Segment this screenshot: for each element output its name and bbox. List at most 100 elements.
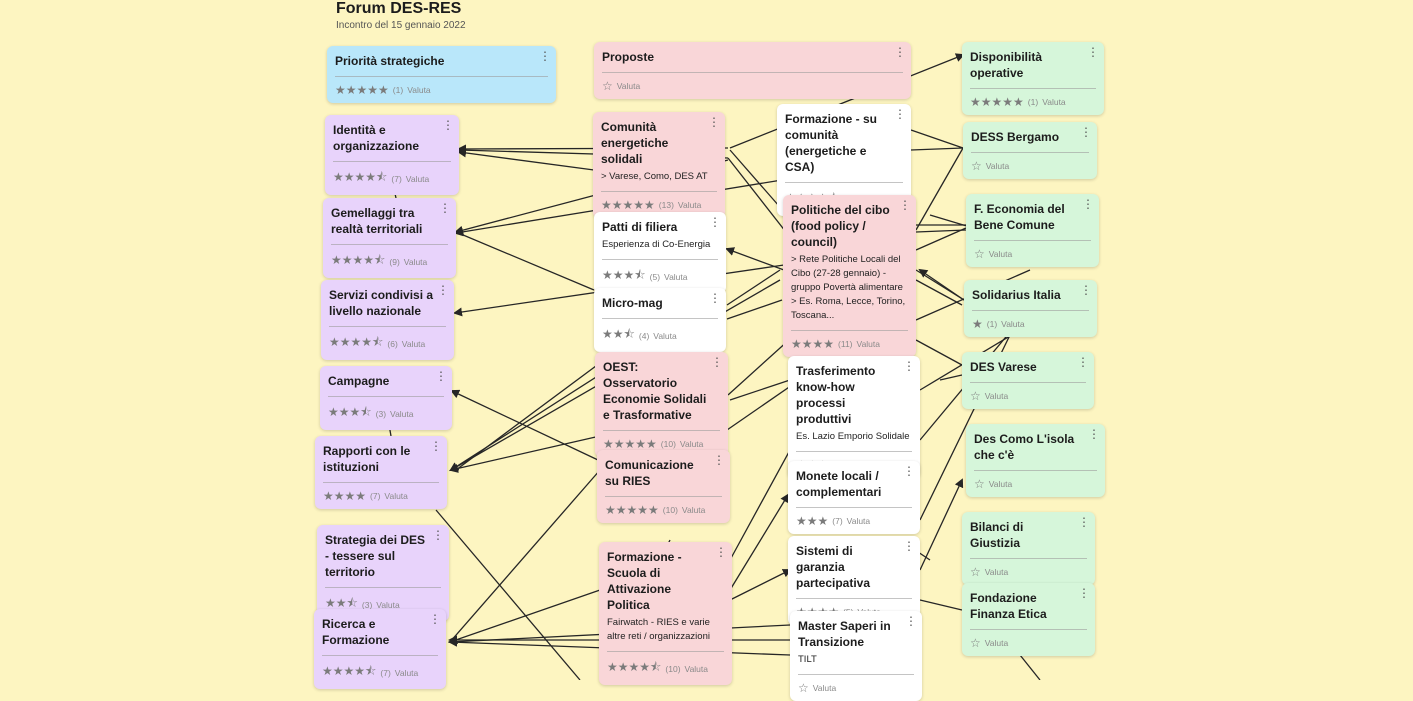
more-options-icon[interactable]: ⋮ [1077, 355, 1089, 369]
rating-row[interactable]: ☆Valuta [971, 159, 1089, 173]
star-rating-icon[interactable]: ★★★★★ [970, 95, 1024, 109]
more-options-icon[interactable]: ⋮ [903, 539, 915, 553]
more-options-icon[interactable]: ⋮ [429, 612, 441, 626]
rate-link[interactable]: Valuta [846, 516, 871, 526]
rate-link[interactable]: Valuta [616, 81, 641, 91]
rate-link[interactable]: Valuta [677, 200, 702, 210]
rate-link[interactable]: Valuta [985, 161, 1010, 171]
star-rating-icon[interactable]: ★★★⯪ [328, 405, 372, 419]
more-options-icon[interactable]: ⋮ [903, 464, 915, 478]
more-options-icon[interactable]: ⋮ [1088, 427, 1100, 441]
rating-row[interactable]: ☆Valuta [970, 389, 1086, 403]
card-oest[interactable]: ⋮OEST: Osservatorio Economie Solidali e … [595, 352, 728, 457]
card-fondazione[interactable]: ⋮Fondazione Finanza Etica☆Valuta [962, 583, 1095, 656]
card-monete[interactable]: ⋮Monete locali / complementari★★★(7)Valu… [788, 461, 920, 534]
star-rating-icon[interactable]: ★★★⯪ [602, 268, 646, 282]
star-rating-icon[interactable]: ★★⯪ [602, 327, 635, 341]
card-strategia[interactable]: ⋮Strategia dei DES - tessere sul territo… [317, 525, 449, 621]
rating-row[interactable]: ☆Valuta [974, 477, 1097, 491]
card-disponibilita[interactable]: ⋮Disponibilità operative★★★★★(1)Valuta [962, 42, 1104, 115]
star-rating-icon[interactable]: ★★★★★ [601, 198, 655, 212]
card-economia[interactable]: ⋮F. Economia del Bene Comune☆Valuta [966, 194, 1099, 267]
star-rating-icon[interactable]: ★★⯪ [325, 596, 358, 610]
more-options-icon[interactable]: ⋮ [1080, 125, 1092, 139]
star-rating-icon[interactable]: ★★★★ [323, 489, 367, 503]
card-bergamo[interactable]: ⋮DESS Bergamo☆Valuta [963, 122, 1097, 179]
card-identita[interactable]: ⋮Identità e organizzazione★★★★⯪(7)Valuta [325, 115, 459, 195]
rating-row[interactable]: ★★★★★(1)Valuta [335, 83, 548, 97]
rating-row[interactable]: ★★★★⯪(10)Valuta [607, 658, 724, 679]
star-rating-icon[interactable]: ☆ [970, 565, 981, 579]
rate-link[interactable]: Valuta [1042, 97, 1066, 107]
more-options-icon[interactable]: ⋮ [709, 291, 721, 305]
rating-row[interactable]: ★★★★⯪(6)Valuta [329, 333, 446, 354]
rating-row[interactable]: ☆Valuta [798, 681, 914, 695]
card-servizi[interactable]: ⋮Servizi condivisi a livello nazionale★★… [321, 280, 454, 360]
card-knowhow[interactable]: ⋮Trasferimento know-how processi produtt… [788, 356, 920, 478]
rate-link[interactable]: Valuta [384, 491, 408, 501]
rating-row[interactable]: ★(1)Valuta [972, 317, 1089, 331]
rating-row[interactable]: ★★★★(11)Valuta [791, 337, 908, 351]
rate-link[interactable]: Valuta [988, 249, 1013, 259]
rating-row[interactable]: ★★★★⯪(7)Valuta [333, 168, 451, 189]
rating-row[interactable]: ★★★(7)Valuta [796, 514, 912, 528]
rating-row[interactable]: ★★★★★(13)Valuta [601, 198, 717, 212]
rate-link[interactable]: Valuta [664, 271, 688, 282]
more-options-icon[interactable]: ⋮ [715, 545, 727, 559]
star-rating-icon[interactable]: ★★★★★ [605, 503, 659, 517]
star-rating-icon[interactable]: ☆ [602, 79, 613, 93]
card-priorita[interactable]: ⋮Priorità strategiche★★★★★(1)Valuta [327, 46, 556, 103]
card-comunicazione[interactable]: ⋮Comunicazione su RIES★★★★★(10)Valuta [597, 450, 730, 523]
rate-link[interactable]: Valuta [407, 85, 431, 95]
more-options-icon[interactable]: ⋮ [442, 118, 454, 132]
more-options-icon[interactable]: ⋮ [894, 45, 906, 59]
more-options-icon[interactable]: ⋮ [903, 359, 915, 373]
star-rating-icon[interactable]: ★★★★⯪ [333, 170, 388, 184]
rate-link[interactable]: Valuta [681, 505, 706, 515]
rating-row[interactable]: ☆Valuta [970, 636, 1087, 650]
rating-row[interactable]: ☆Valuta [970, 565, 1087, 579]
more-options-icon[interactable]: ⋮ [711, 355, 723, 369]
more-options-icon[interactable]: ⋮ [430, 439, 442, 453]
more-options-icon[interactable]: ⋮ [1082, 197, 1094, 211]
star-rating-icon[interactable]: ☆ [974, 477, 985, 491]
rating-row[interactable]: ★★★★⯪(9)Valuta [331, 251, 448, 272]
rate-link[interactable]: Valuta [405, 173, 430, 184]
star-rating-icon[interactable]: ★★★ [796, 514, 829, 528]
rate-link[interactable]: Valuta [401, 338, 426, 349]
rate-link[interactable]: Valuta [984, 638, 1009, 648]
rate-link[interactable]: Valuta [403, 256, 428, 267]
card-como[interactable]: ⋮Des Como L'isola che c'è☆Valuta [966, 424, 1105, 497]
more-options-icon[interactable]: ⋮ [432, 528, 444, 542]
card-ricerca[interactable]: ⋮Ricerca e Formazione★★★★⯪(7)Valuta [314, 609, 446, 689]
rating-row[interactable]: ★★★★⯪(7)Valuta [322, 662, 438, 683]
star-rating-icon[interactable]: ★★★★⯪ [329, 335, 384, 349]
rate-link[interactable]: Valuta [988, 479, 1013, 489]
star-rating-icon[interactable]: ★ [972, 317, 983, 331]
more-options-icon[interactable]: ⋮ [894, 107, 906, 121]
card-micromag[interactable]: ⋮Micro-mag★★⯪(4)Valuta [594, 288, 726, 352]
more-options-icon[interactable]: ⋮ [905, 614, 917, 628]
more-options-icon[interactable]: ⋮ [437, 283, 449, 297]
rating-row[interactable]: ★★★★(7)Valuta [323, 489, 439, 503]
star-rating-icon[interactable]: ☆ [971, 159, 982, 173]
star-rating-icon[interactable]: ★★★★★ [603, 437, 657, 451]
star-rating-icon[interactable]: ★★★★⯪ [607, 660, 662, 674]
card-solidarius[interactable]: ⋮Solidarius Italia★(1)Valuta [964, 280, 1097, 337]
rating-row[interactable]: ★★★★★(10)Valuta [603, 437, 720, 451]
rating-row[interactable]: ☆Valuta [974, 247, 1091, 261]
rate-link[interactable]: Valuta [653, 330, 677, 341]
card-varese[interactable]: ⋮DES Varese☆Valuta [962, 352, 1094, 409]
card-bilanci[interactable]: ⋮Bilanci di Giustizia☆Valuta [962, 512, 1095, 585]
rate-link[interactable]: Valuta [376, 599, 400, 610]
star-rating-icon[interactable]: ☆ [970, 389, 981, 403]
rate-link[interactable]: Valuta [984, 391, 1009, 401]
card-campagne[interactable]: ⋮Campagne★★★⯪(3)Valuta [320, 366, 452, 430]
more-options-icon[interactable]: ⋮ [539, 49, 551, 63]
rating-row[interactable]: ★★★⯪(3)Valuta [328, 403, 444, 424]
star-rating-icon[interactable]: ★★★★⯪ [322, 664, 377, 678]
rate-link[interactable]: Valuta [390, 408, 414, 419]
more-options-icon[interactable]: ⋮ [435, 369, 447, 383]
rating-row[interactable]: ★★⯪(3)Valuta [325, 594, 441, 615]
card-garanzia[interactable]: ⋮Sistemi di garanzia partecipativa★★★★(5… [788, 536, 920, 625]
